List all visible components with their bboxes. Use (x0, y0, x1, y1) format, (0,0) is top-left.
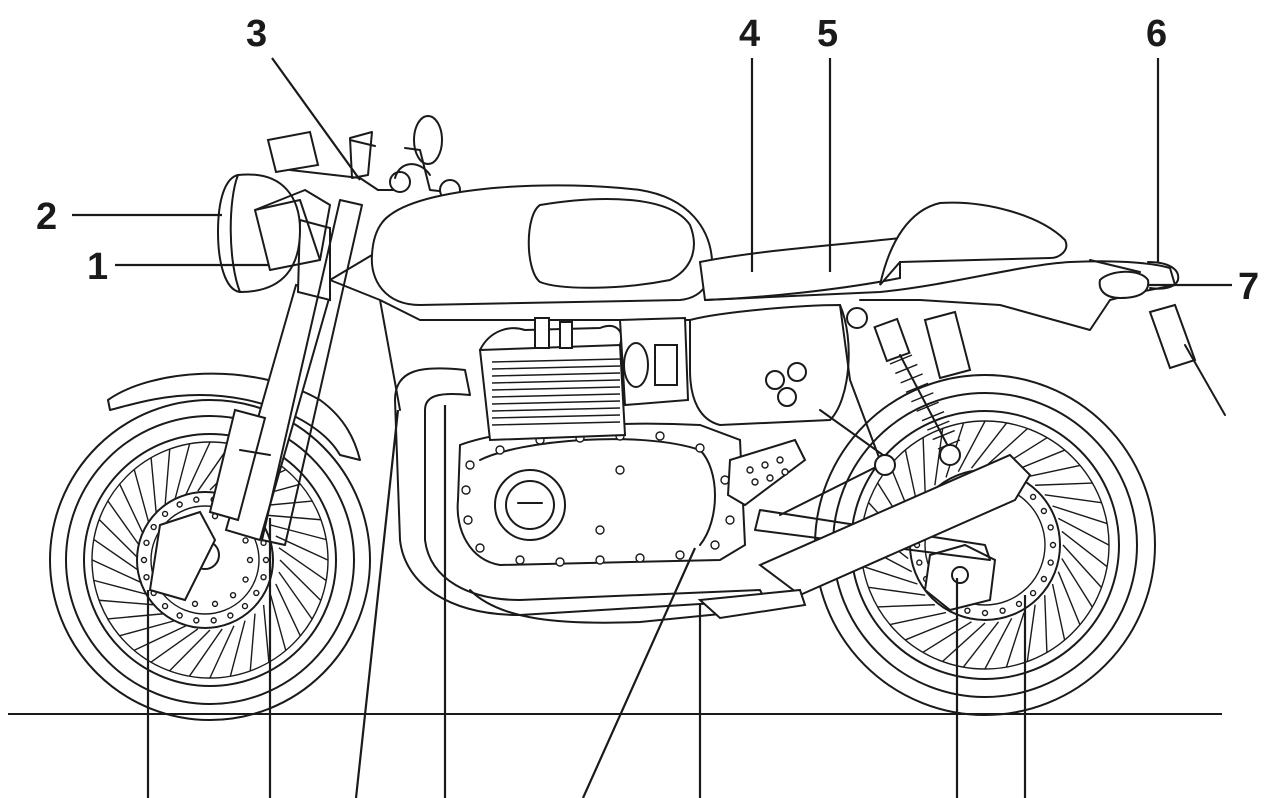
front-mudguard (107, 372, 361, 461)
front-forks (208, 199, 363, 546)
leader-3 (271, 57, 361, 181)
seat (698, 201, 1068, 302)
callout-1: 1 (87, 246, 108, 288)
callout-5: 5 (817, 13, 838, 55)
leader-lines (72, 57, 1232, 798)
callout-3: 3 (246, 13, 267, 55)
frame (329, 279, 891, 516)
leader-b5 (581, 547, 697, 798)
callout-6: 6 (1146, 13, 1167, 55)
leader-b3 (354, 409, 400, 798)
callout-2: 2 (36, 196, 57, 238)
exhaust-header (394, 367, 766, 616)
front-brake-caliper (148, 510, 217, 602)
rear-subframe (704, 260, 1176, 331)
handlebar (266, 130, 411, 193)
engine (456, 316, 747, 567)
rear-light (1098, 261, 1180, 300)
fuel-tank (329, 184, 714, 307)
side-panel (689, 303, 850, 427)
callout-4: 4 (739, 13, 760, 55)
headlight (216, 173, 321, 294)
rear-shock-absorber (846, 307, 972, 466)
side-stand (697, 588, 807, 620)
front-wheel (49, 399, 371, 721)
callout-7: 7 (1238, 266, 1259, 308)
number-plate-bracket (1148, 303, 1197, 370)
footpeg (726, 438, 807, 507)
callouts: 1 2 3 4 5 6 7 (36, 13, 1259, 308)
cylinder (478, 343, 627, 442)
